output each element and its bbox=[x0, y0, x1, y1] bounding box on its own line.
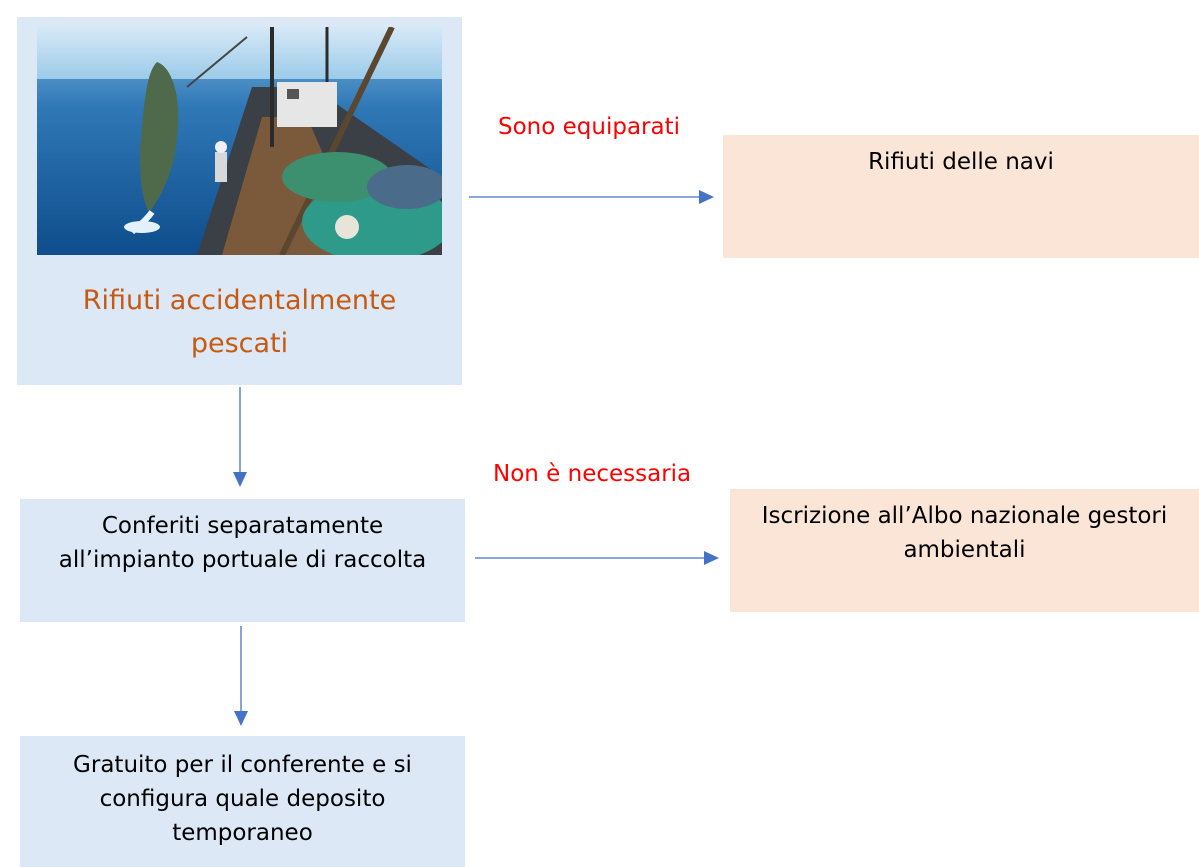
ship-waste-text: Rifiuti delle navi bbox=[868, 149, 1054, 175]
fishing-waste-box: Rifiuti accidentalmente pescati bbox=[17, 17, 462, 385]
free-deposit-text: Gratuito per il conferente e si configur… bbox=[73, 752, 412, 846]
arrowhead-free-deposit bbox=[234, 711, 248, 726]
port-facility-text: Conferiti separatamente all’impianto por… bbox=[58, 513, 427, 573]
fishing-boat-photo bbox=[37, 27, 442, 255]
main-title: Rifiuti accidentalmente pescati bbox=[82, 285, 397, 359]
port-facility-box: Conferiti separatamente all’impianto por… bbox=[20, 499, 465, 622]
registry-text: Iscrizione all’Albo nazionale gestori am… bbox=[761, 503, 1168, 563]
connector-label-equated: Sono equiparati bbox=[498, 114, 681, 140]
arrowhead-port-facility bbox=[233, 472, 247, 487]
ship-waste-box: Rifiuti delle navi bbox=[723, 135, 1199, 258]
free-deposit-box: Gratuito per il conferente e si configur… bbox=[20, 736, 465, 867]
registry-box: Iscrizione all’Albo nazionale gestori am… bbox=[730, 489, 1199, 612]
arrowhead-registry bbox=[704, 551, 719, 565]
arrowhead-ship-waste bbox=[699, 190, 714, 204]
connector-label-not-required: Non è necessaria bbox=[493, 461, 692, 487]
